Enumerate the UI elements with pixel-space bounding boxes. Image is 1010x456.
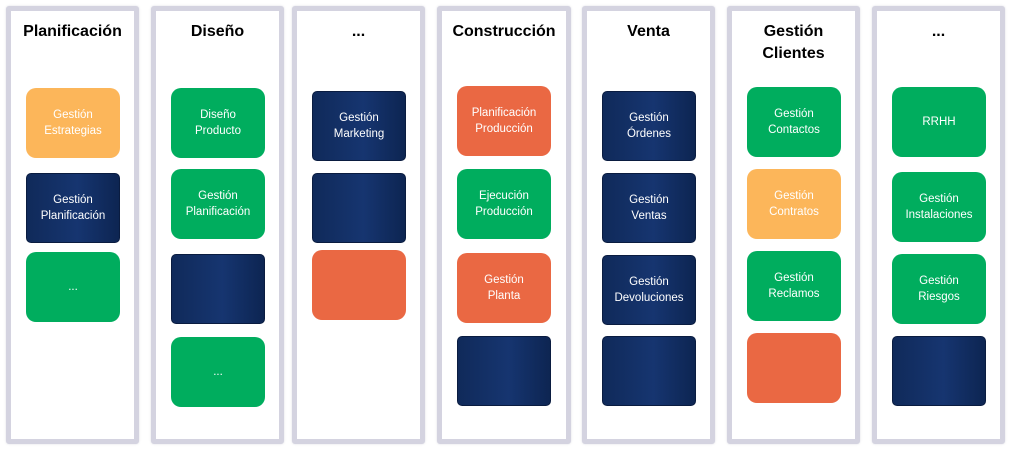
process-card: Gestión Estrategias: [26, 88, 120, 158]
process-card: Gestión Marketing: [312, 91, 406, 161]
process-card: [747, 333, 841, 403]
column-title: Diseño: [190, 23, 245, 40]
process-card: Gestión Ventas: [602, 173, 696, 243]
column-title: ...: [931, 23, 946, 40]
process-card: Gestión Planta: [457, 253, 551, 323]
process-card: ...: [26, 252, 120, 322]
process-card: Diseño Producto: [171, 88, 265, 158]
process-card: [171, 254, 265, 324]
column-title: Construcción: [452, 23, 556, 40]
process-card: Gestión Instalaciones: [892, 172, 986, 242]
column-title: Gestión Clientes: [762, 23, 825, 62]
process-card: Gestión Riesgos: [892, 254, 986, 324]
process-card: [312, 250, 406, 320]
column-title: ...: [351, 23, 366, 40]
process-card: Gestión Órdenes: [602, 91, 696, 161]
column-title: Planificación: [23, 23, 122, 40]
process-card: [312, 173, 406, 243]
process-card: Planificación Producción: [457, 86, 551, 156]
column-ellipsis-1: ... Gestión Marketing: [292, 6, 425, 444]
process-card: Gestión Contactos: [747, 87, 841, 157]
process-card: RRHH: [892, 87, 986, 157]
process-card: Gestión Devoluciones: [602, 255, 696, 325]
process-card: Ejecución Producción: [457, 169, 551, 239]
process-card: Gestión Reclamos: [747, 251, 841, 321]
process-card: [602, 336, 696, 406]
process-card: [892, 336, 986, 406]
process-card: Gestión Planificación: [171, 169, 265, 239]
process-card: Gestión Planificación: [26, 173, 120, 243]
process-card: [457, 336, 551, 406]
column-title: Venta: [627, 23, 670, 40]
process-card: ...: [171, 337, 265, 407]
process-card: Gestión Contratos: [747, 169, 841, 239]
